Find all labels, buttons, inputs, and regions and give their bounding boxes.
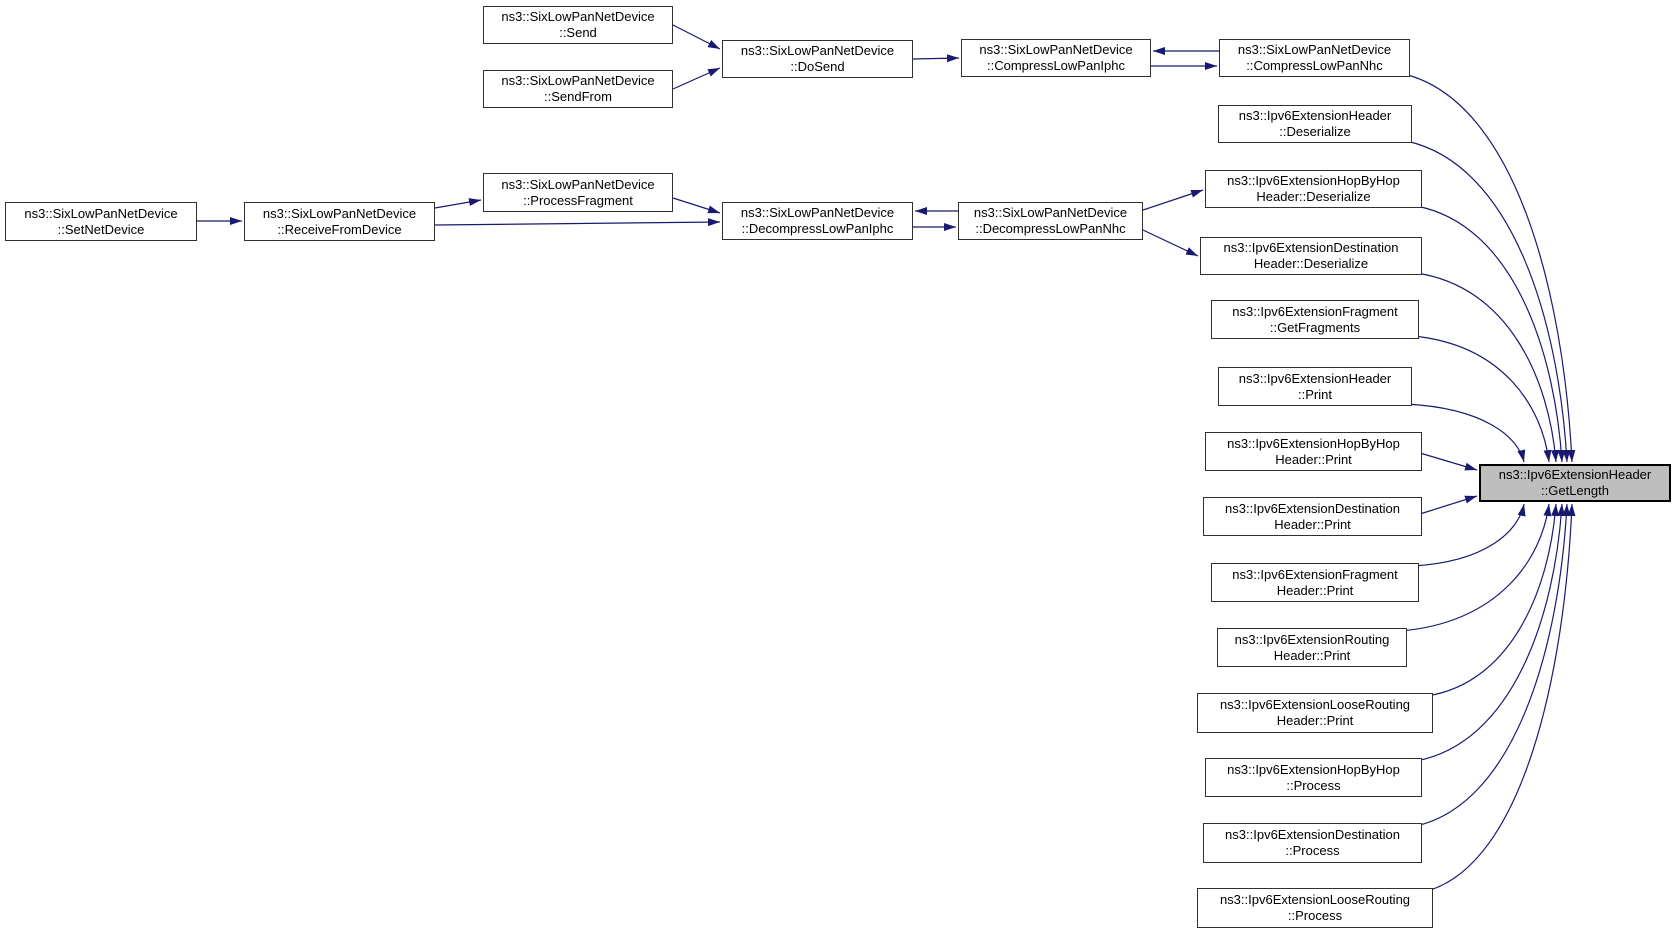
call-edge-dnhc-to-hbh_deser: [1142, 189, 1204, 211]
graph-node-frag_getfrags[interactable]: ns3::Ipv6ExtensionFragment::GetFragments: [1211, 300, 1419, 339]
graph-node-dosend[interactable]: ns3::SixLowPanNetDevice::DoSend: [722, 40, 913, 78]
graph-node-getlength: ns3::Ipv6ExtensionHeader::GetLength: [1479, 464, 1671, 502]
graph-node-label: ns3::Ipv6ExtensionDestination: [1223, 240, 1399, 255]
graph-node-label: ns3::SixLowPanNetDevice: [740, 205, 895, 220]
graph-node-label: ::Print: [1298, 386, 1332, 402]
graph-node-label: ::Send: [559, 25, 597, 40]
graph-node-label: ::SetNetDevice: [57, 221, 145, 237]
call-edge-cnhc-to-getlength: [1403, 73, 1576, 463]
graph-node-label: ns3::Ipv6ExtensionHeader: [1238, 108, 1392, 123]
graph-node-label: ns3::SixLowPanNetDevice: [979, 42, 1133, 57]
graph-node-label: ::GetFragments: [1269, 319, 1361, 335]
graph-node-label: ns3::Ipv6ExtensionFragment: [1232, 303, 1398, 319]
graph-node-cnhc[interactable]: ns3::SixLowPanNetDevice::CompressLowPanN…: [1219, 39, 1410, 77]
call-edge-dst_print-to-getlength: [1419, 495, 1478, 515]
graph-node-label: ns3::SixLowPanNetDevice: [24, 205, 178, 221]
call-edge-recv-to-procfrag: [434, 198, 482, 209]
graph-node-hdr_deser[interactable]: ns3::Ipv6ExtensionHeader::Deserialize: [1218, 105, 1412, 143]
graph-node-label: ns3::Ipv6ExtensionHopByHop: [1227, 761, 1400, 777]
graph-node-label: ::CompressLowPanIphc: [986, 58, 1125, 73]
graph-node-diphc[interactable]: ns3::SixLowPanNetDevice::DecompressLowPa…: [722, 202, 913, 240]
graph-node-hdr_print[interactable]: ns3::Ipv6ExtensionHeader::Print: [1218, 367, 1412, 406]
graph-node-label: ns3::SixLowPanNetDevice: [501, 73, 655, 88]
graph-node-label: Header::Print: [1276, 582, 1354, 598]
call-edge-frag_getfrags-to-getlength: [1412, 335, 1552, 463]
graph-node-label: Header::Print: [1273, 647, 1351, 663]
graph-node-label: ::SendFrom: [544, 89, 612, 104]
graph-node-label: ::Process: [1287, 908, 1343, 923]
call-edge-loose_proc-to-getlength: [1426, 503, 1576, 892]
graph-node-label: ns3::SixLowPanNetDevice: [501, 9, 655, 24]
graph-node-label: ::DoSend: [790, 59, 845, 74]
graph-node-label: ns3::Ipv6ExtensionHopByHop: [1227, 173, 1400, 188]
call-edge-routing_print-to-getlength: [1400, 503, 1552, 632]
graph-node-label: ::Process: [1286, 777, 1341, 793]
call-edge-recv-to-diphc: [434, 218, 721, 227]
graph-node-label: ns3::Ipv6ExtensionHeader: [1238, 370, 1392, 386]
graph-node-label: ::Process: [1285, 843, 1340, 858]
graph-node-label: ::Deserialize: [1279, 124, 1351, 139]
graph-node-label: ns3::Ipv6ExtensionDestination: [1225, 827, 1400, 842]
graph-node-label: ::DecompressLowPanNhc: [975, 221, 1126, 236]
graph-node-label: Header::Print: [1274, 516, 1351, 532]
graph-node-label: Header::Print: [1275, 451, 1352, 467]
graph-node-sendfrom[interactable]: ns3::SixLowPanNetDevice::SendFrom: [483, 70, 673, 108]
call-edge-hbh_proc-to-getlength: [1415, 503, 1566, 762]
graph-node-label: ns3::Ipv6ExtensionHopByHop: [1227, 435, 1400, 451]
call-edge-dnhc-to-dst_deser: [1142, 229, 1199, 257]
graph-node-label: ns3::SixLowPanNetDevice: [1237, 42, 1392, 57]
call-edge-sendfrom-to-dosend: [672, 67, 721, 90]
graph-node-label: Header::Print: [1276, 713, 1354, 728]
graph-node-label: ::CompressLowPanNhc: [1246, 58, 1383, 73]
graph-node-label: ns3::Ipv6ExtensionRouting: [1234, 631, 1390, 647]
graph-node-label: ns3::Ipv6ExtensionFragment: [1232, 566, 1398, 582]
graph-node-label: ::DecompressLowPanIphc: [741, 221, 894, 236]
graph-node-send[interactable]: ns3::SixLowPanNetDevice::Send: [483, 6, 673, 44]
call-edge-hbh_print-to-getlength: [1419, 452, 1478, 471]
call-edge-frag_print-to-getlength: [1412, 503, 1526, 567]
call-edge-dst_deser-to-getlength: [1415, 272, 1559, 463]
graph-node-label: ns3::Ipv6ExtensionHeader: [1498, 467, 1652, 482]
call-edge-hdr_print-to-getlength: [1405, 403, 1526, 463]
call-edge-hbh_deser-to-getlength: [1415, 205, 1566, 463]
graph-node-label: ns3::SixLowPanNetDevice: [740, 43, 895, 58]
call-edge-dst_proc-to-getlength: [1415, 503, 1571, 827]
graph-node-label: Header::Deserialize: [1256, 189, 1371, 204]
graph-node-dst_proc[interactable]: ns3::Ipv6ExtensionDestination::Process: [1203, 823, 1422, 863]
graph-node-ciphc[interactable]: ns3::SixLowPanNetDevice::CompressLowPanI…: [961, 39, 1151, 77]
call-edge-dosend-to-ciphc: [912, 54, 960, 63]
call-edge-hdr_deser-to-getlength: [1405, 140, 1571, 463]
call-edge-send-to-dosend: [672, 24, 721, 50]
graph-node-setnet[interactable]: ns3::SixLowPanNetDevice::SetNetDevice: [5, 202, 197, 241]
graph-node-label: ::ProcessFragment: [523, 192, 633, 208]
graph-node-label: ::GetLength: [1541, 483, 1609, 498]
graph-node-label: ns3::SixLowPanNetDevice: [501, 176, 655, 192]
graph-node-procfrag[interactable]: ns3::SixLowPanNetDevice::ProcessFragment: [483, 173, 673, 212]
graph-node-label: ::ReceiveFromDevice: [277, 221, 402, 237]
graph-node-label: ns3::Ipv6ExtensionLooseRouting: [1219, 892, 1411, 907]
graph-node-loose_proc[interactable]: ns3::Ipv6ExtensionLooseRouting::Process: [1197, 888, 1433, 928]
graph-node-label: ns3::SixLowPanNetDevice: [262, 205, 417, 221]
graph-node-recv[interactable]: ns3::SixLowPanNetDevice::ReceiveFromDevi…: [244, 202, 435, 241]
call-edge-procfrag-to-diphc: [672, 197, 721, 214]
graph-node-label: Header::Deserialize: [1253, 256, 1369, 271]
graph-node-label: ns3::Ipv6ExtensionDestination: [1225, 500, 1400, 516]
graph-node-label: ns3::Ipv6ExtensionLooseRouting: [1219, 697, 1411, 712]
call-edge-loose_print-to-getlength: [1426, 503, 1560, 697]
graph-node-label: ns3::SixLowPanNetDevice: [973, 205, 1128, 220]
graph-node-hbh_proc[interactable]: ns3::Ipv6ExtensionHopByHop::Process: [1205, 758, 1422, 797]
graph-node-dnhc[interactable]: ns3::SixLowPanNetDevice::DecompressLowPa…: [958, 202, 1143, 240]
